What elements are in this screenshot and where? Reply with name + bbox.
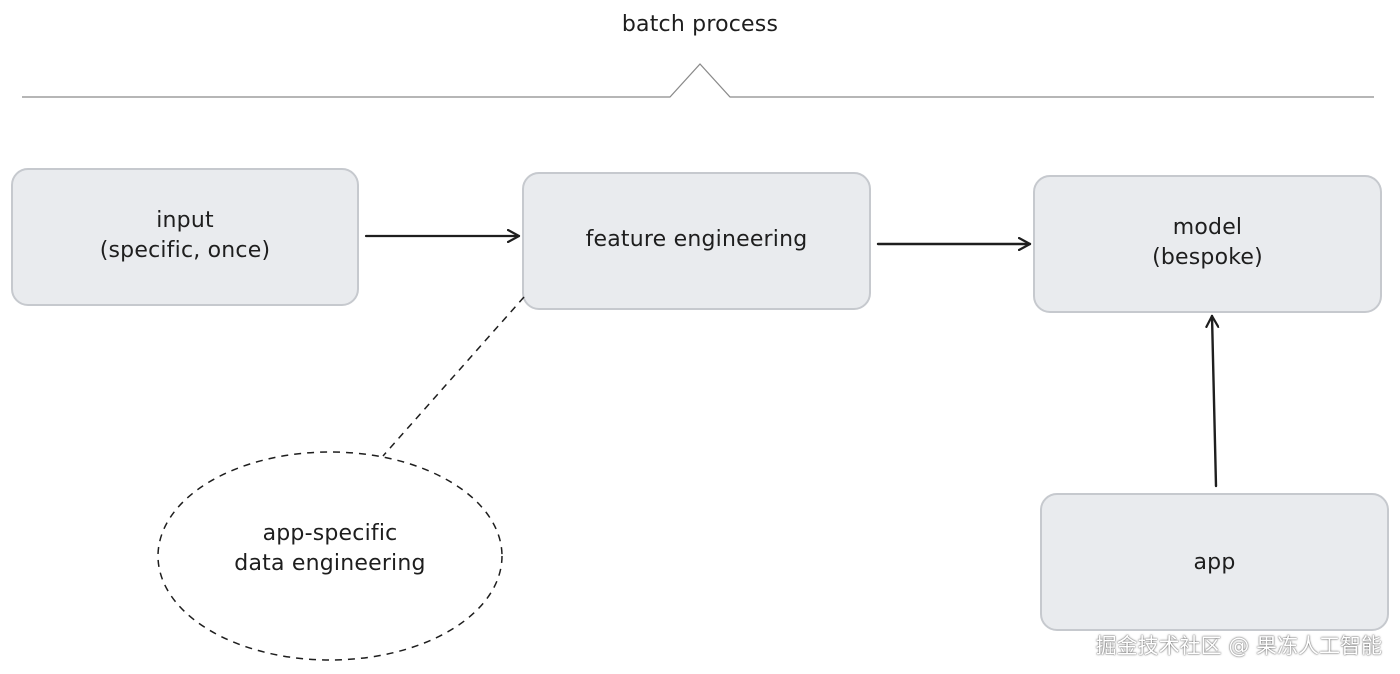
arrow-app-to-model bbox=[1212, 314, 1216, 488]
model-label-line2: (bespoke) bbox=[1152, 245, 1263, 270]
model-box[interactable] bbox=[1033, 175, 1382, 313]
model-label: model (bespoke) bbox=[1034, 213, 1381, 273]
watermark-text: 掘金技术社区 @ 果冻人工智能 bbox=[1095, 634, 1382, 658]
data-engineering-line2: data engineering bbox=[234, 551, 426, 576]
data-engineering-line1: app-specific bbox=[262, 521, 398, 546]
app-box[interactable] bbox=[1040, 493, 1389, 631]
feature-engineering-text: feature engineering bbox=[585, 227, 808, 252]
feature-engineering-label: feature engineering bbox=[523, 225, 870, 255]
input-label-line2: (specific, once) bbox=[99, 238, 271, 263]
data-engineering-ellipse[interactable] bbox=[157, 451, 503, 661]
app-text: app bbox=[1193, 550, 1236, 575]
dashed-connector bbox=[382, 296, 525, 457]
data-engineering-label: app-specific data engineering bbox=[180, 519, 480, 579]
input-label-line1: input bbox=[156, 208, 214, 233]
model-label-line1: model bbox=[1172, 215, 1243, 240]
input-label: input (specific, once) bbox=[12, 206, 358, 266]
feature-engineering-box[interactable] bbox=[522, 172, 871, 310]
batch-process-label: batch process bbox=[560, 10, 840, 40]
batch-process-text: batch process bbox=[621, 12, 779, 37]
app-label: app bbox=[1041, 548, 1388, 578]
batch-process-bracket bbox=[22, 63, 1374, 98]
input-box[interactable] bbox=[11, 168, 359, 306]
